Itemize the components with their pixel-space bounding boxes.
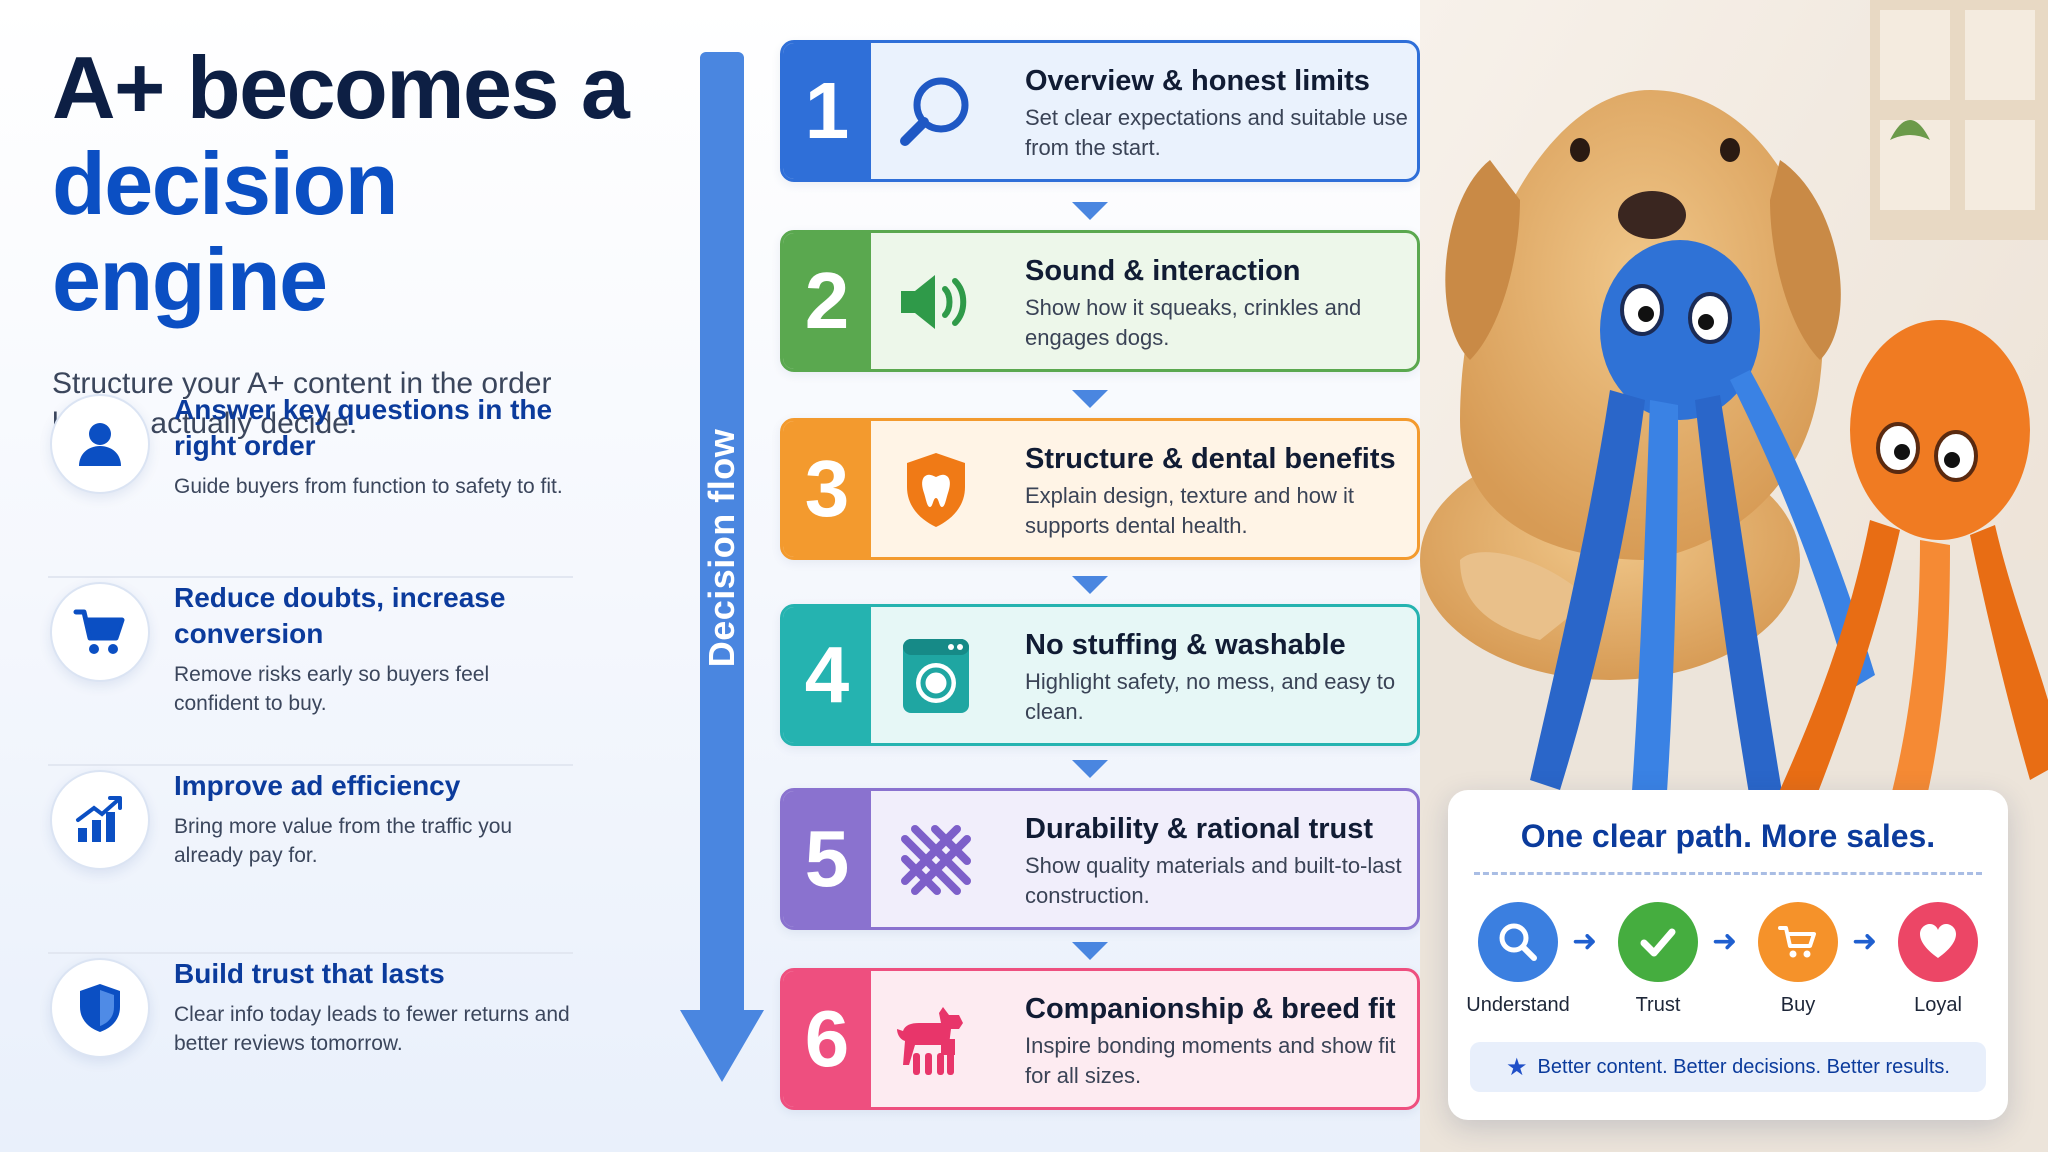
cart-icon: [50, 582, 150, 682]
path-card-title: One clear path. More sales.: [1520, 818, 1936, 854]
search-icon: [1478, 902, 1558, 982]
step-number: 1: [783, 43, 871, 179]
benefit-title: Reduce doubts, increase conversion: [174, 582, 506, 649]
step-title: Durability & rational trust: [1025, 813, 1374, 845]
path-step-label: Loyal: [1914, 994, 1962, 1016]
path-step-label: Understand: [1466, 994, 1570, 1016]
path-card: One clear path. More sales. Understand ➜…: [1448, 790, 2008, 1120]
benefit-item: Improve ad efficiency Bring more value f…: [48, 766, 573, 954]
decision-flow-arrowhead: [680, 1010, 764, 1082]
step-title: Sound & interaction: [1025, 255, 1301, 287]
check-icon: [1618, 902, 1698, 982]
benefit-item: Answer key questions in the right order …: [48, 390, 573, 578]
decision-flow-label: Decision flow: [701, 428, 742, 668]
benefit-item: Build trust that lasts Clear info today …: [48, 954, 573, 1142]
arrow-right-icon: ➜: [1572, 925, 1598, 958]
path-card-footer: ★ Better content. Better decisions. Bett…: [1470, 1042, 1986, 1092]
headline-block: A+ becomes a decision engine Structure y…: [52, 40, 652, 444]
dog-icon: [893, 997, 979, 1083]
path-step-label: Trust: [1635, 994, 1681, 1016]
step-card-1: 1 Overview & honest limits Set clear exp…: [780, 40, 1420, 182]
path-step-buy: Buy: [1738, 902, 1858, 1017]
step-number: 6: [783, 971, 871, 1107]
path-step-trust: Trust: [1598, 902, 1718, 1017]
step-connector: [1072, 202, 1108, 220]
page-title: A+ becomes a decision engine: [52, 40, 652, 328]
weave-icon: [893, 817, 979, 903]
step-desc: Inspire bonding moments and show fit for…: [1025, 1033, 1396, 1088]
step-desc: Show quality materials and built-to-last…: [1025, 853, 1402, 908]
star-icon: ★: [1506, 1053, 1528, 1081]
chart-up-icon: [50, 770, 150, 870]
divider: [1474, 872, 1982, 875]
step-card-4: 4 No stuffing & washable Highlight safet…: [780, 604, 1420, 746]
step-card-3: 3 Structure & dental benefits Explain de…: [780, 418, 1420, 560]
step-card-5: 5 Durability & rational trust Show quali…: [780, 788, 1420, 930]
arrow-right-icon: ➜: [1852, 925, 1878, 958]
step-card-2: 2 Sound & interaction Show how it squeak…: [780, 230, 1420, 372]
path-step-understand: Understand: [1458, 902, 1578, 1017]
heart-icon: [1898, 902, 1978, 982]
benefit-desc: Clear info today leads to fewer returns …: [174, 1003, 570, 1055]
path-step-loyal: Loyal: [1878, 902, 1998, 1017]
step-desc: Explain design, texture and how it suppo…: [1025, 483, 1354, 538]
benefit-desc: Guide buyers from function to safety to …: [174, 475, 563, 498]
path-step-label: Buy: [1780, 994, 1816, 1016]
search-icon: [893, 69, 979, 155]
benefit-title: Build trust that lasts: [174, 958, 445, 989]
step-number: 5: [783, 791, 871, 927]
washing-machine-icon: [893, 633, 979, 719]
step-number: 2: [783, 233, 871, 369]
step-title: No stuffing & washable: [1025, 629, 1346, 661]
benefit-desc: Bring more value from the traffic you al…: [174, 815, 513, 867]
step-connector: [1072, 760, 1108, 778]
user-icon: [50, 394, 150, 494]
step-title: Companionship & breed fit: [1025, 993, 1396, 1025]
benefit-title: Improve ad efficiency: [174, 770, 461, 801]
title-line-1: A+ becomes a: [52, 38, 630, 137]
step-title: Overview & honest limits: [1025, 65, 1370, 97]
step-desc: Set clear expectations and suitable use …: [1025, 105, 1408, 160]
tooth-shield-icon: [893, 447, 979, 533]
title-line-2: decision engine: [52, 134, 398, 329]
decision-flow-arrow: [700, 52, 744, 1022]
cart-icon: [1758, 902, 1838, 982]
step-title: Structure & dental benefits: [1025, 443, 1396, 475]
arrow-right-icon: ➜: [1712, 925, 1738, 958]
step-connector: [1072, 576, 1108, 594]
benefit-desc: Remove risks early so buyers feel confid…: [174, 663, 490, 715]
step-connector: [1072, 390, 1108, 408]
step-desc: Highlight safety, no mess, and easy to c…: [1025, 669, 1396, 724]
benefit-item: Reduce doubts, increase conversion Remov…: [48, 578, 573, 766]
step-desc: Show how it squeaks, crinkles and engage…: [1025, 295, 1362, 350]
benefits-list: Answer key questions in the right order …: [48, 390, 573, 1142]
step-connector: [1072, 942, 1108, 960]
step-number: 3: [783, 421, 871, 557]
step-card-6: 6 Companionship & breed fit Inspire bond…: [780, 968, 1420, 1110]
speaker-icon: [893, 259, 979, 345]
footer-text: Better content. Better decisions. Better…: [1537, 1055, 1950, 1078]
shield-icon: [50, 958, 150, 1058]
benefit-title: Answer key questions in the right order: [174, 394, 553, 461]
step-number: 4: [783, 607, 871, 743]
